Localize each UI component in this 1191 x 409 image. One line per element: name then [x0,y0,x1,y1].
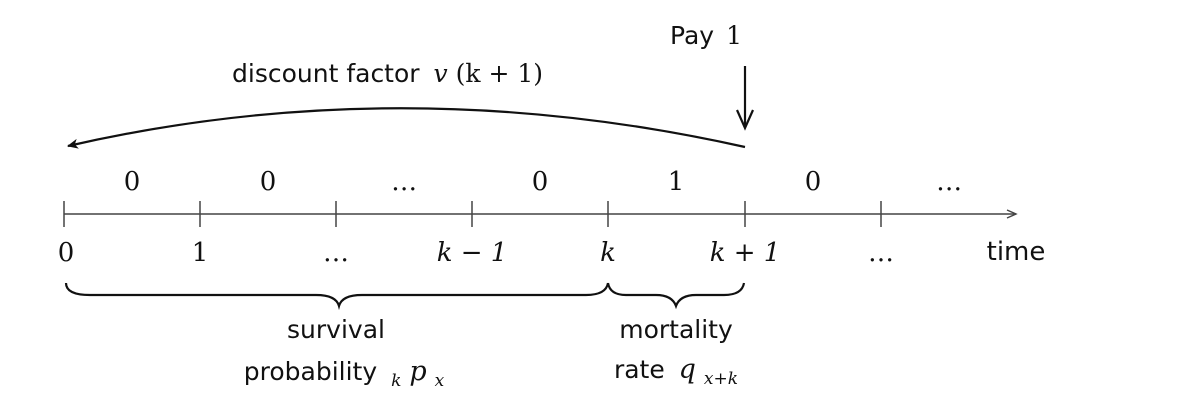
mortality-sub: x+k [704,369,738,389]
discount-arrow [67,107,746,149]
period-values: 0 0 … 0 1 0 … [124,167,962,197]
axis-ticks [63,201,882,227]
tick-label-4: k [600,238,616,268]
tick-label-6: … [868,238,894,268]
mortality-line2: rate q x+k [614,354,738,389]
payment-label: Pay 1 [670,21,742,50]
survival-symbol: p [409,356,426,387]
period-value-1: 0 [260,167,277,197]
period-value-3: 0 [532,167,549,197]
discount-symbol: v [434,59,448,88]
payment-arrow-head [735,109,755,131]
period-value-5: 0 [805,167,822,197]
tick-label-0: 0 [58,238,75,268]
survival-pre-sub: k [391,371,401,391]
survival-word: probability [244,357,378,386]
tick-label-5: k + 1 [710,238,781,268]
survival-line1: survival [287,315,385,344]
discount-word: discount factor [232,59,420,88]
payment-amount: 1 [726,21,742,50]
period-value-2: … [391,167,417,197]
period-value-6: … [936,167,962,197]
mortality-line1: mortality [619,315,733,344]
discount-label: discount factor v (k + 1) [232,59,543,88]
mortality-word: rate [614,355,665,384]
period-value-4: 1 [668,167,685,197]
tick-label-2: … [323,238,349,268]
survival-post-sub: x [435,371,445,391]
axis-label: time [987,237,1046,267]
payment-word: Pay [670,21,714,50]
mortality-symbol: q [679,354,696,385]
tick-label-1: 1 [192,238,209,268]
tick-labels: 0 1 … k − 1 k k + 1 … [58,238,894,268]
period-value-0: 0 [124,167,141,197]
tick-label-3: k − 1 [437,238,508,268]
survival-line2: probability k p x [244,356,445,392]
mortality-brace [606,282,746,310]
survival-brace [64,282,610,311]
discount-arg: (k + 1) [456,59,543,88]
